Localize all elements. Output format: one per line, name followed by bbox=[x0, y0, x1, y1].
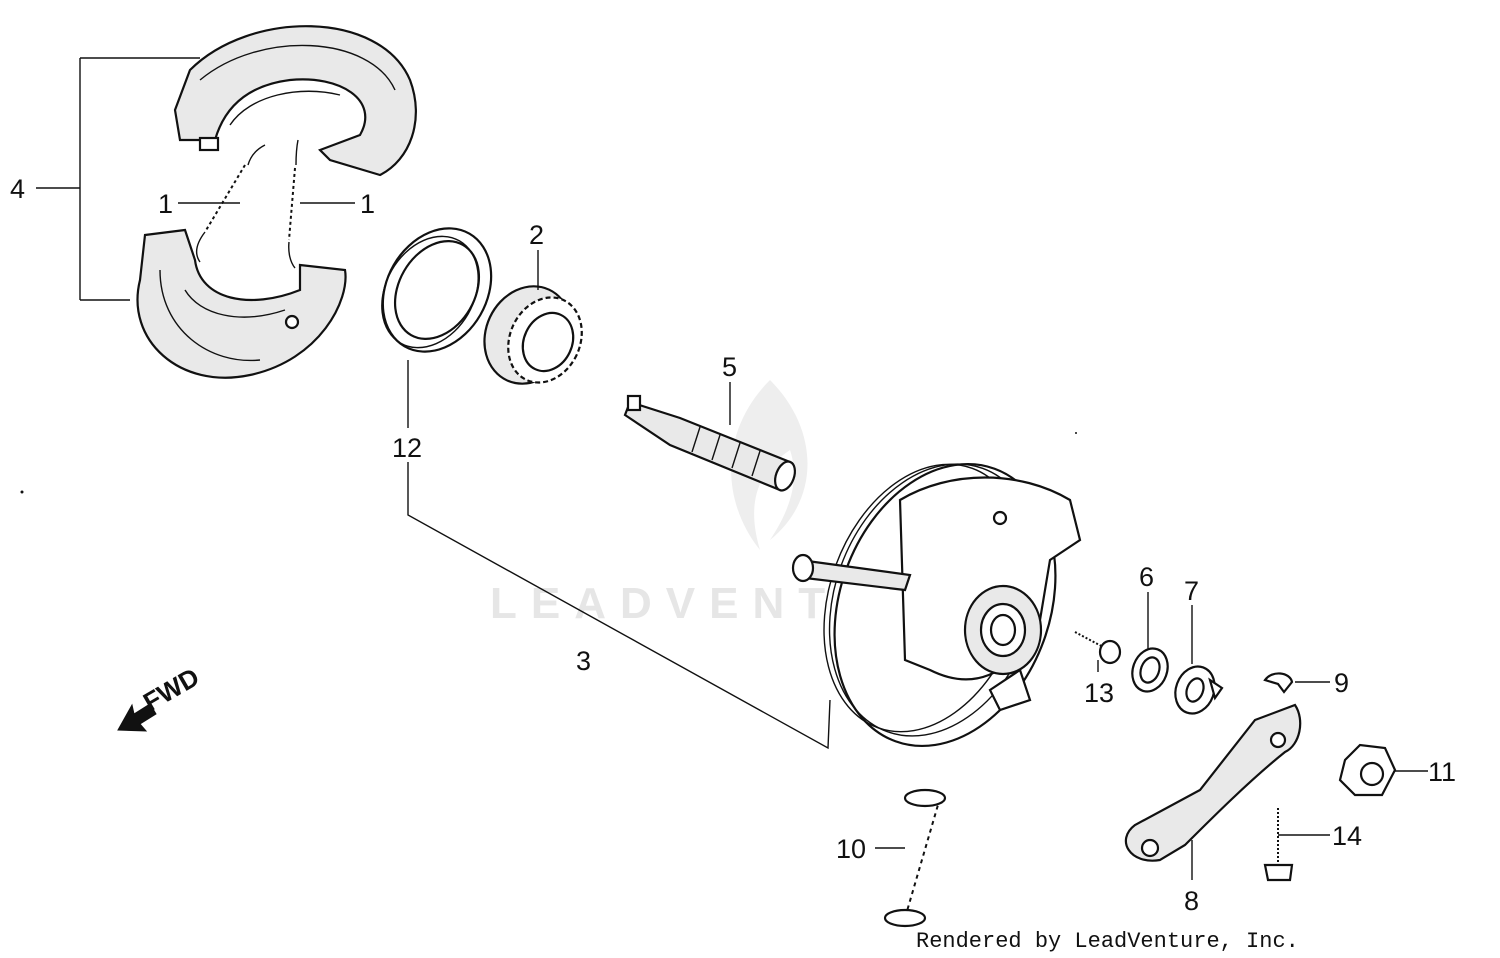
callout-14: 14 bbox=[1332, 821, 1362, 851]
callout-3: 3 bbox=[576, 646, 591, 676]
callout-13: 13 bbox=[1084, 678, 1114, 708]
callout-8: 8 bbox=[1184, 886, 1199, 916]
brake-shoes bbox=[136, 25, 417, 379]
callout-9: 9 bbox=[1334, 668, 1349, 698]
springs bbox=[196, 139, 299, 269]
coil-spring bbox=[883, 788, 947, 928]
callout-7: 7 bbox=[1184, 576, 1199, 606]
callout-2: 2 bbox=[529, 220, 544, 250]
callout-5: 5 bbox=[722, 352, 737, 382]
render-credit: Rendered by LeadVenture, Inc. bbox=[916, 929, 1299, 954]
forward-arrow-icon bbox=[117, 703, 157, 732]
callout-1-left: 1 bbox=[158, 189, 173, 219]
callout-6: 6 bbox=[1139, 562, 1154, 592]
brake-cam bbox=[623, 394, 796, 492]
callout-10: 10 bbox=[836, 834, 866, 864]
dust-seal bbox=[381, 227, 493, 353]
nut bbox=[1338, 743, 1397, 797]
callout-4: 4 bbox=[10, 174, 25, 204]
callout-12: 12 bbox=[392, 433, 422, 463]
brake-arm bbox=[1124, 703, 1302, 862]
forward-indicator: FWD bbox=[117, 662, 204, 732]
forward-label: FWD bbox=[138, 662, 204, 718]
callout-labels: 4 1 1 2 12 5 3 6 7 13 9 11 14 8 10 bbox=[10, 174, 1456, 916]
gear-retainer bbox=[483, 285, 583, 385]
callout-1-right: 1 bbox=[360, 189, 375, 219]
adjuster-hardware bbox=[1074, 631, 1224, 715]
clip bbox=[1263, 672, 1294, 694]
leader-lines bbox=[36, 57, 1428, 880]
brake-panel bbox=[791, 462, 1082, 748]
callout-11: 11 bbox=[1428, 757, 1456, 787]
bolt bbox=[1263, 808, 1294, 882]
